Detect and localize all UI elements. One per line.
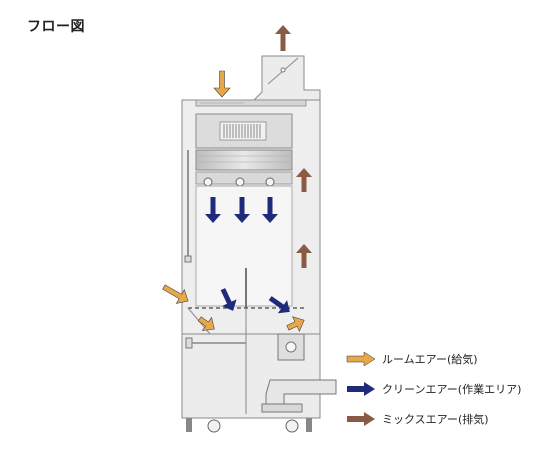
drain-pipe [265,379,337,409]
legend-item-clean-air: クリーンエアー(作業エリア) [346,374,521,404]
room-air-arrow-inlet [213,70,231,98]
casters [186,418,312,433]
clean-air-arrow-3 [262,197,278,223]
mixed-air-arrow-icon [347,412,375,426]
fan-grille [223,124,261,138]
room-air-arrow-front [162,284,189,304]
base-cabinet [181,308,337,419]
exhaust-arrow-lower [296,244,312,268]
diagram-title: フロー図 [27,19,85,35]
sash-stopper [184,255,192,263]
legend-label-mixed-air: ミックスエアー(排気) [382,413,489,426]
hepa-filter [195,149,293,185]
clean-air-arrow-4 [220,288,237,311]
clean-air-arrow-5 [268,296,290,314]
exhaust-arrow-top [275,25,291,51]
clean-air-arrow-1 [205,197,221,223]
legend-item-mixed-air: ミックスエアー(排気) [346,404,521,434]
pump [261,403,303,413]
exhaust-arrow-upper [296,168,312,192]
legend-item-room-air: ルームエアー(給気) [346,344,521,374]
room-air-arrow-icon [346,351,376,367]
blower-unit [195,113,293,149]
legend: ルームエアー(給気) クリーンエアー(作業エリア) ミックスエアー(排気) [346,344,521,434]
flow-arrows [162,25,312,332]
room-air-arrow-tray-right [286,316,305,332]
room-air-arrow-tray-left [197,316,215,331]
damper-pivot [280,67,286,73]
clean-air-arrow-2 [234,197,250,223]
valve [185,337,193,349]
legend-label-clean-air: クリーンエアー(作業エリア) [382,383,522,396]
clean-air-arrow-icon [347,382,375,396]
legend-label-room-air: ルームエアー(給気) [382,353,478,366]
